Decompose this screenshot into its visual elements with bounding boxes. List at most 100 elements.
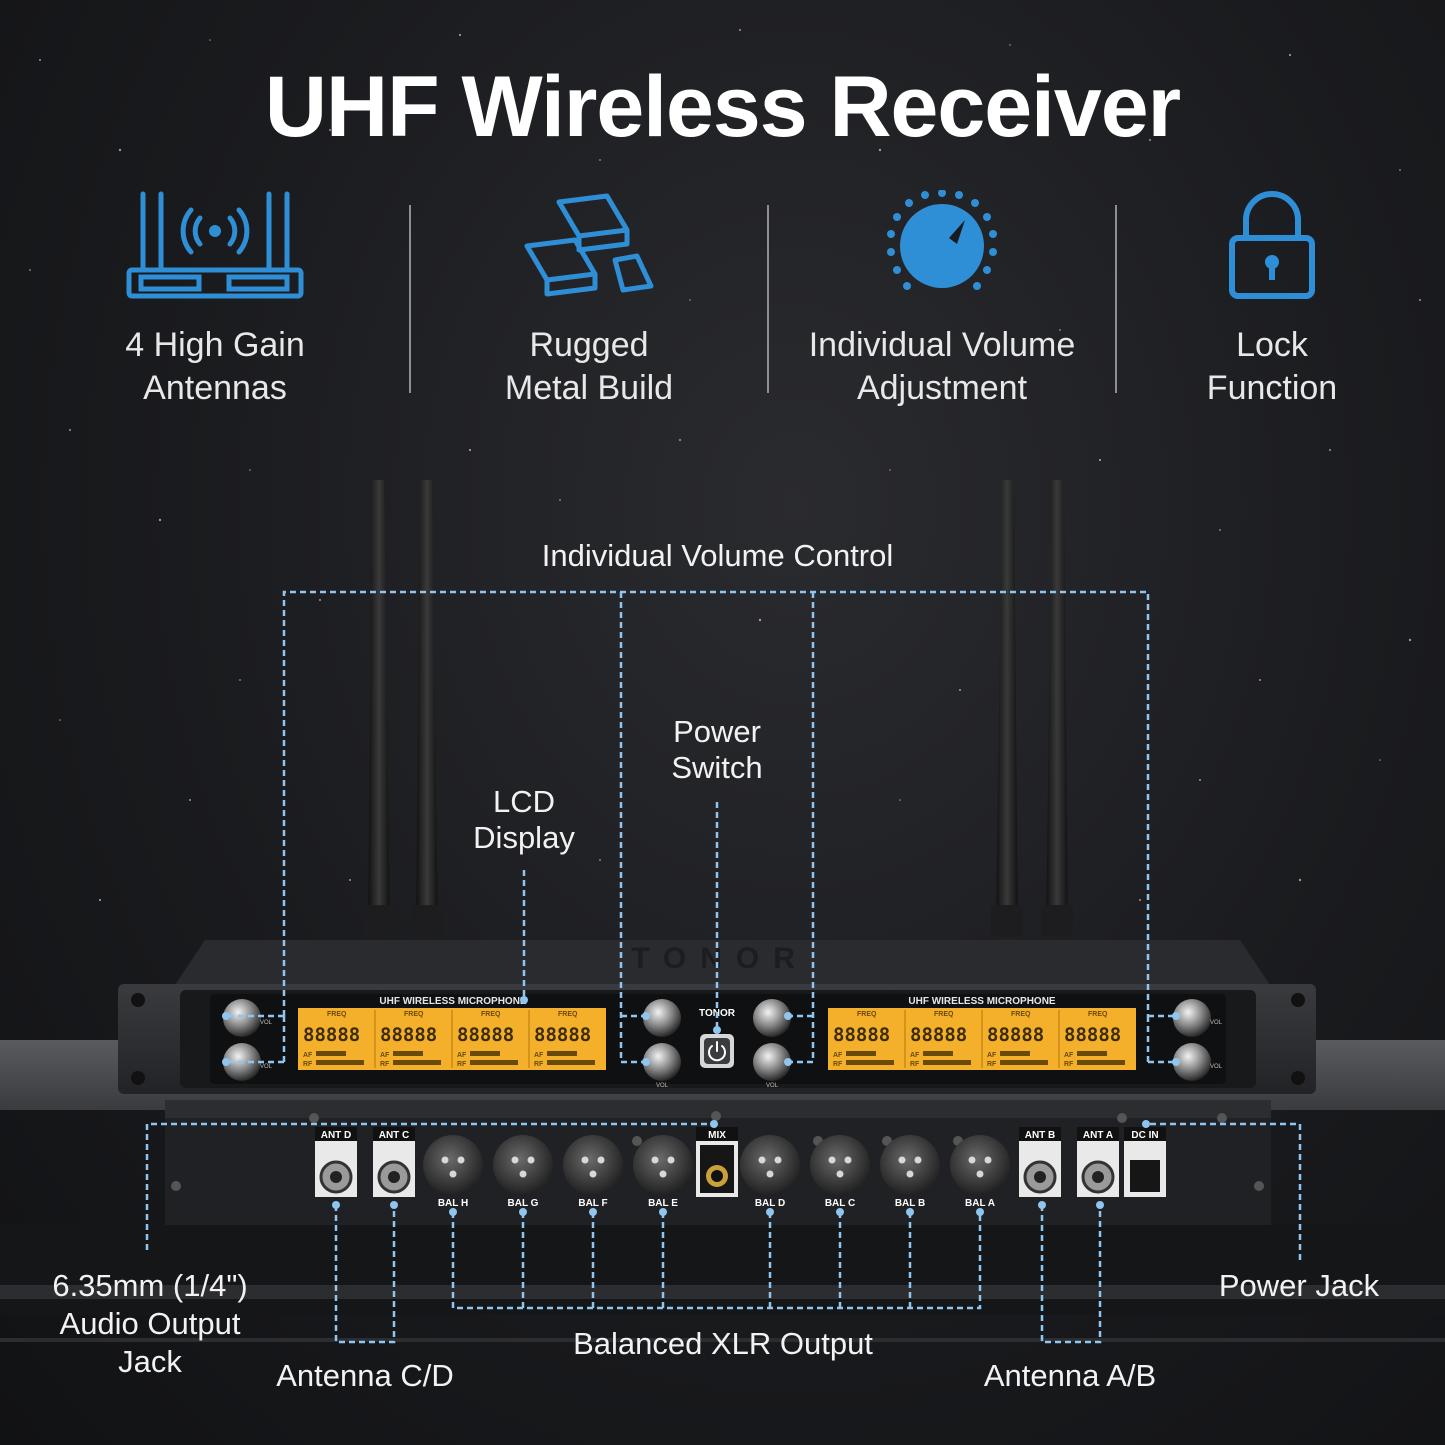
svg-text:AF: AF <box>1064 1052 1074 1059</box>
panel-title-right: UHF WIRELESS MICROPHONE <box>908 996 1056 1007</box>
callout-antenna-ab: Antenna A/B <box>983 1358 1157 1393</box>
panel-title-left: UHF WIRELESS MICROPHONE <box>379 996 527 1007</box>
svg-text:AF: AF <box>987 1052 997 1059</box>
label-mix: MIX <box>708 1130 726 1141</box>
callout-lines <box>145 590 1302 1344</box>
feature-divider <box>767 205 769 393</box>
lcd-display-left: 88888 88888 88888 88888 <box>298 1008 606 1070</box>
svg-text:BAL F: BAL F <box>578 1198 607 1209</box>
svg-text:AF: AF <box>910 1052 920 1059</box>
svg-text:88888: 88888 <box>987 1024 1044 1046</box>
volume-knob[interactable] <box>753 999 791 1037</box>
svg-text:RF: RF <box>303 1061 313 1068</box>
svg-text:RF: RF <box>534 1061 544 1068</box>
svg-text:VOL: VOL <box>260 1020 273 1026</box>
svg-text:RF: RF <box>910 1061 920 1068</box>
svg-text:FREQ: FREQ <box>404 1011 424 1018</box>
label-ant-d: ANT D <box>321 1130 352 1141</box>
volume-knob-icon <box>887 190 997 290</box>
rear-antenna-ports <box>315 1127 1119 1197</box>
callout-power-switch: Power Switch <box>671 714 763 785</box>
callout-dots <box>222 996 1180 1216</box>
callout-audio-output: 6.35mm (1/4") Audio Output Jack <box>52 1268 248 1379</box>
metal-bars-icon <box>524 193 654 297</box>
svg-text:88888: 88888 <box>1064 1024 1121 1046</box>
callout-lcd-display: LCD Display <box>473 784 575 855</box>
svg-text:88888: 88888 <box>457 1024 514 1046</box>
volume-knob[interactable] <box>1173 999 1211 1037</box>
knob-labels: VOL VOL VOL VOL VOL VOL <box>260 1020 1223 1089</box>
svg-text:RF: RF <box>380 1061 390 1068</box>
callout-power-jack: Power Jack <box>1218 1268 1380 1303</box>
antenna-receiver-icon <box>126 191 304 299</box>
label-dc-in: DC IN <box>1131 1130 1158 1141</box>
feature-metal-build: Rugged Metal Build <box>424 190 754 410</box>
svg-text:AF: AF <box>534 1052 544 1059</box>
volume-knob[interactable] <box>223 999 261 1037</box>
xlr-outputs <box>423 1135 1010 1195</box>
feature-volume: Individual Volume Adjustment <box>777 190 1107 410</box>
feature-antennas: 4 High Gain Antennas <box>50 190 380 410</box>
svg-text:RF: RF <box>987 1061 997 1068</box>
feature-divider <box>409 205 411 393</box>
page-title: UHF Wireless Receiver <box>264 59 1181 155</box>
svg-text:VOL: VOL <box>1210 1064 1223 1070</box>
brand-emboss: TONOR <box>631 942 809 975</box>
shelf-bottom <box>0 1225 1445 1315</box>
power-icon <box>708 1041 726 1062</box>
feature-lock: Lock Function <box>1107 190 1437 410</box>
receiver-illustration: TONOR 88888 88888 88888 88888 88888 8888… <box>0 480 1445 1344</box>
callout-antenna-cd: Antenna C/D <box>276 1358 454 1393</box>
feature-divider <box>1115 205 1117 393</box>
svg-text:AF: AF <box>457 1052 467 1059</box>
callout-volume-control: Individual Volume Control <box>541 538 894 573</box>
svg-text:VOL: VOL <box>656 1083 669 1089</box>
lcd-level-bars <box>316 1051 1125 1065</box>
svg-text:BAL E: BAL E <box>648 1198 678 1209</box>
svg-text:BAL C: BAL C <box>825 1198 855 1209</box>
svg-text:AF: AF <box>833 1052 843 1059</box>
xlr-labels: BAL H BAL G BAL F BAL E BAL D BAL C BAL … <box>438 1198 995 1209</box>
antenna-set <box>363 480 1073 937</box>
volume-knob[interactable] <box>643 1043 681 1081</box>
label-ant-b: ANT B <box>1025 1130 1056 1141</box>
svg-text:RF: RF <box>457 1061 467 1068</box>
svg-text:VOL: VOL <box>1210 1020 1223 1026</box>
svg-text:VOL: VOL <box>260 1064 273 1070</box>
svg-text:BAL G: BAL G <box>508 1198 539 1209</box>
svg-text:88888: 88888 <box>303 1024 360 1046</box>
padlock-icon <box>1229 191 1315 299</box>
volume-knob[interactable] <box>643 999 681 1037</box>
svg-text:AF: AF <box>380 1052 390 1059</box>
xlr-pins <box>441 1156 992 1178</box>
lcd-display-right: 88888 88888 88888 88888 <box>828 1008 1136 1070</box>
feature-label: Individual Volume Adjustment <box>808 326 1076 407</box>
svg-text:FREQ: FREQ <box>1011 1011 1031 1018</box>
svg-text:VOL: VOL <box>766 1083 779 1089</box>
svg-text:88888: 88888 <box>534 1024 591 1046</box>
feature-label: 4 High Gain Antennas <box>125 326 305 407</box>
svg-text:BAL D: BAL D <box>755 1198 785 1209</box>
svg-text:BAL H: BAL H <box>438 1198 468 1209</box>
label-ant-c: ANT C <box>379 1130 410 1141</box>
callout-xlr-output: Balanced XLR Output <box>573 1326 873 1361</box>
receiver-top <box>175 940 1270 985</box>
svg-text:88888: 88888 <box>910 1024 967 1046</box>
svg-text:FREQ: FREQ <box>558 1011 578 1018</box>
feature-label: Lock Function <box>1206 326 1338 407</box>
volume-knobs <box>223 999 1211 1081</box>
svg-text:BAL A: BAL A <box>965 1198 995 1209</box>
svg-text:88888: 88888 <box>380 1024 437 1046</box>
svg-text:FREQ: FREQ <box>481 1011 501 1018</box>
label-ant-a: ANT A <box>1083 1130 1113 1141</box>
svg-text:AF: AF <box>303 1052 313 1059</box>
svg-text:BAL B: BAL B <box>895 1198 925 1209</box>
svg-text:RF: RF <box>1064 1061 1074 1068</box>
svg-text:FREQ: FREQ <box>857 1011 877 1018</box>
volume-knob[interactable] <box>1173 1043 1211 1081</box>
volume-knob[interactable] <box>753 1043 791 1081</box>
feature-label: Rugged Metal Build <box>504 326 674 407</box>
svg-text:88888: 88888 <box>833 1024 890 1046</box>
